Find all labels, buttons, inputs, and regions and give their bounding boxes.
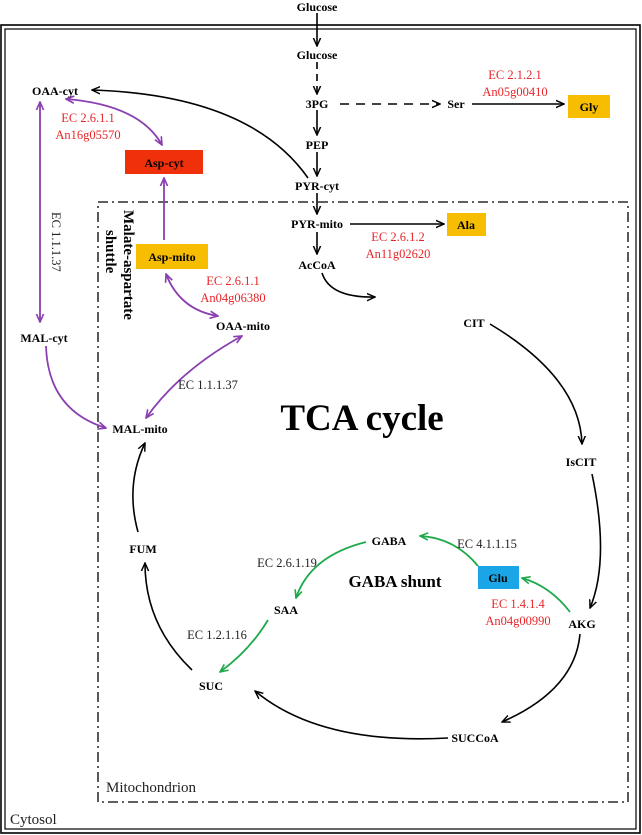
pyr-mito-label: PYR-mito xyxy=(291,217,343,231)
ec-oaa-asp-cyt: EC 2.6.1.1 xyxy=(61,111,114,125)
shuttle-label-line1: Malate-aspartate xyxy=(120,210,136,320)
shuttle-label-line2: shuttle xyxy=(102,230,118,274)
ec-akg-glu: EC 1.4.1.4 xyxy=(491,597,545,611)
glucose-label: Glucose xyxy=(297,48,338,62)
arrow-acoa-cit xyxy=(321,272,375,297)
arrow-gaba-saa xyxy=(296,541,367,598)
arrow-akg-succoa xyxy=(502,633,581,722)
gene-ser-gly: An05g00410 xyxy=(482,85,547,99)
arrow-fum-malmito xyxy=(132,443,145,533)
ec-pyr-ala: EC 2.6.1.2 xyxy=(371,230,424,244)
iscit-label: IsCIT xyxy=(566,455,597,469)
ec-mal-cyt: EC 1.1.1.37 xyxy=(49,212,63,272)
enzyme-labels: EC 2.1.2.1 An05g00410 EC 2.6.1.1 An16g05… xyxy=(49,68,551,642)
tca-cycle-title: TCA cycle xyxy=(280,398,443,439)
cytosol-label: Cytosol xyxy=(10,812,57,828)
oaa-mito-label: OAA-mito xyxy=(216,319,270,333)
mitochondrion-label: Mitochondrion xyxy=(106,780,196,796)
gly-box xyxy=(568,95,610,118)
ec-glu-gaba: EC 4.1.1.15 xyxy=(457,537,517,551)
gly-label: Gly xyxy=(580,100,599,114)
oaa-cyt-label: OAA-cyt xyxy=(32,84,78,98)
gaba-shunt-title: GABA shunt xyxy=(348,572,441,591)
arrow-malcyt-malmito xyxy=(45,345,106,428)
fum-label: FUM xyxy=(129,542,156,556)
pep-label: PEP xyxy=(306,138,329,152)
akg-label: AKG xyxy=(568,617,595,631)
gene-asp-oaa-mito: An04g06380 xyxy=(200,291,265,305)
arrow-succoa-suc xyxy=(255,691,449,740)
arrow-oaamito-malmito xyxy=(146,336,242,418)
shuttle-arrows xyxy=(40,99,242,428)
gaba-arrows xyxy=(220,536,571,672)
glu-label: Glu xyxy=(488,571,508,585)
arrow-cit-iscit xyxy=(489,323,582,444)
arrow-pyrcyt-oaacyt xyxy=(92,90,309,179)
asp-mito-label: Asp-mito xyxy=(148,250,195,264)
gene-pyr-ala: An11g02620 xyxy=(366,247,431,261)
ala-box xyxy=(447,213,486,236)
glycolysis-arrows xyxy=(92,13,564,297)
glu-box xyxy=(478,566,519,589)
arrow-saa-suc xyxy=(220,619,269,672)
mitochondrion-border xyxy=(97,201,629,803)
asp-cyt-label: Asp-cyt xyxy=(144,156,183,170)
asp-mito-box xyxy=(136,244,208,269)
arrow-glu-gaba xyxy=(420,536,479,567)
shuttle-label: Malate-aspartate shuttle xyxy=(102,210,136,320)
ec-mal-mito: EC 1.1.1.37 xyxy=(178,378,238,392)
glucose-top-label: Glucose xyxy=(297,0,338,14)
gene-oaa-asp-cyt: An16g05570 xyxy=(55,128,120,142)
succoa-label: SUCCoA xyxy=(451,731,499,745)
tca-arrows xyxy=(132,323,602,740)
gaba-label: GABA xyxy=(372,534,407,548)
suc-label: SUC xyxy=(199,679,223,693)
acoa-label: AcCoA xyxy=(298,258,336,272)
ec-saa-suc: EC 1.2.1.16 xyxy=(187,628,247,642)
ser-label: Ser xyxy=(447,97,465,111)
arrow-aspmito-oaamito xyxy=(166,274,218,316)
ec-ser-gly: EC 2.1.2.1 xyxy=(488,68,541,82)
3pg-label: 3PG xyxy=(306,97,329,111)
mal-mito-label: MAL-mito xyxy=(112,422,167,436)
ec-gaba-saa: EC 2.6.1.19 xyxy=(257,556,317,570)
arrow-iscit-akg xyxy=(590,473,602,608)
cit-label: CIT xyxy=(463,316,484,330)
arrow-akg-glu xyxy=(522,578,571,613)
pyr-cyt-label: PYR-cyt xyxy=(295,179,339,193)
cytosol-border xyxy=(0,24,641,834)
saa-label: SAA xyxy=(274,603,298,617)
ala-label: Ala xyxy=(457,218,475,232)
mal-cyt-label: MAL-cyt xyxy=(20,331,67,345)
arrow-oaacyt-aspcyt xyxy=(66,99,162,145)
gene-akg-glu: An04g00990 xyxy=(485,614,550,628)
metabolite-labels: Glucose Glucose 3PG PEP PYR-cyt Ser Gly … xyxy=(20,0,598,745)
ec-asp-oaa-mito: EC 2.6.1.1 xyxy=(206,274,259,288)
asp-cyt-box xyxy=(125,150,203,174)
arrow-suc-fum xyxy=(145,563,193,671)
